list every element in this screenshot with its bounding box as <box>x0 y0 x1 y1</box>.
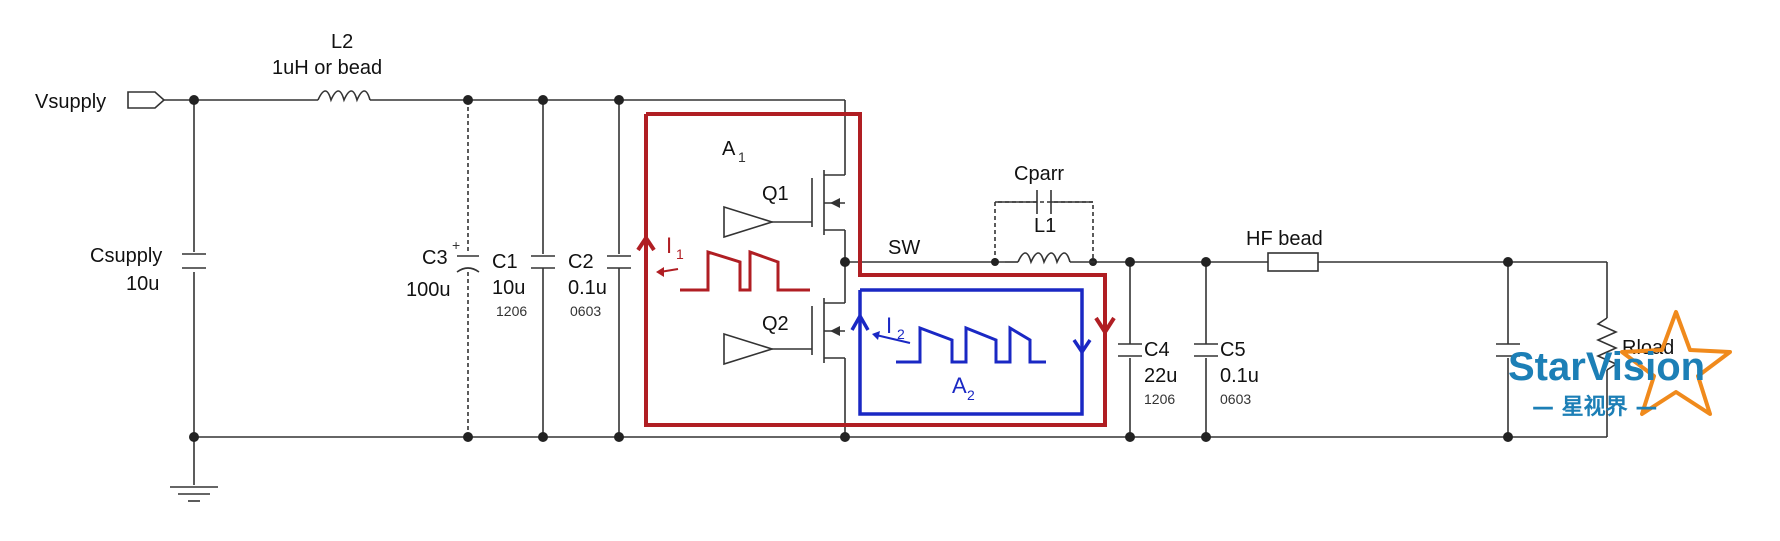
current-loop-a2: I 2 A 2 <box>850 288 1092 416</box>
vsupply-label: Vsupply <box>35 91 106 113</box>
junction-dots <box>189 95 1513 442</box>
svg-text:1: 1 <box>738 149 746 165</box>
c3-plus: + <box>452 237 460 253</box>
q2-label: Q2 <box>762 313 789 335</box>
l2-value: 1uH or bead <box>272 57 382 79</box>
svg-text:A: A <box>722 138 736 160</box>
starvision-logo: StarVision — 星视界 — <box>1508 310 1732 420</box>
capacitor-c1: C1 10u 1206 <box>492 251 555 319</box>
capacitor-c5: C5 0.1u 0603 <box>1194 339 1259 407</box>
area-a1-label: A 1 <box>722 138 746 165</box>
hf-bead-label: HF bead <box>1246 228 1323 250</box>
capacitor-csupply: Csupply 10u <box>90 245 206 295</box>
svg-text:2: 2 <box>967 387 975 403</box>
logo-subtitle: — 星视界 — <box>1532 394 1657 420</box>
c3-value: 100u <box>406 279 451 301</box>
vsupply-port: Vsupply <box>35 91 166 113</box>
l2-name: L2 <box>331 31 353 53</box>
svg-text:A: A <box>952 373 967 398</box>
mosfet-q1: Q1 <box>723 170 845 239</box>
svg-text:I: I <box>666 233 672 258</box>
capacitor-c3: C3 + 100u <box>406 237 480 301</box>
c2-value: 0.1u <box>568 277 607 299</box>
c2-name: C2 <box>568 251 594 273</box>
logo-text: StarVision <box>1508 345 1705 389</box>
capacitor-output <box>1496 343 1520 357</box>
csupply-name: Csupply <box>90 245 162 267</box>
inductor-l2: L2 1uH or bead <box>272 31 382 103</box>
current-loop-a1: I 1 <box>636 112 1116 427</box>
hf-bead: HF bead <box>1246 228 1323 272</box>
cparr-label: Cparr <box>1014 163 1064 185</box>
mosfet-q2: Q2 <box>723 298 845 366</box>
q1-label: Q1 <box>762 183 789 205</box>
wires <box>164 99 1608 485</box>
c4-name: C4 <box>1144 339 1170 361</box>
csupply-value: 10u <box>126 273 159 295</box>
svg-text:1: 1 <box>676 246 684 262</box>
c5-value: 0.1u <box>1220 365 1259 387</box>
capacitor-c2: C2 0.1u 0603 <box>568 251 631 319</box>
inductor-l1: L1 <box>1005 215 1095 265</box>
svg-text:2: 2 <box>897 326 905 342</box>
c5-name: C5 <box>1220 339 1246 361</box>
c4-package: 1206 <box>1144 391 1175 407</box>
c3-name: C3 <box>422 247 448 269</box>
c1-value: 10u <box>492 277 525 299</box>
c2-package: 0603 <box>570 303 601 319</box>
rload-label: Rload <box>1622 337 1674 359</box>
capacitor-cparr: Cparr <box>1014 163 1064 214</box>
sw-label: SW <box>888 237 920 259</box>
c5-package: 0603 <box>1220 391 1251 407</box>
c1-package: 1206 <box>496 303 527 319</box>
c4-value: 22u <box>1144 365 1177 387</box>
svg-text:I: I <box>886 313 892 338</box>
resistor-rload: Rload <box>1596 317 1674 371</box>
ground-icon <box>170 486 218 502</box>
c1-name: C1 <box>492 251 518 273</box>
l1-label: L1 <box>1034 215 1056 237</box>
capacitor-c4: C4 22u 1206 <box>1118 339 1177 407</box>
